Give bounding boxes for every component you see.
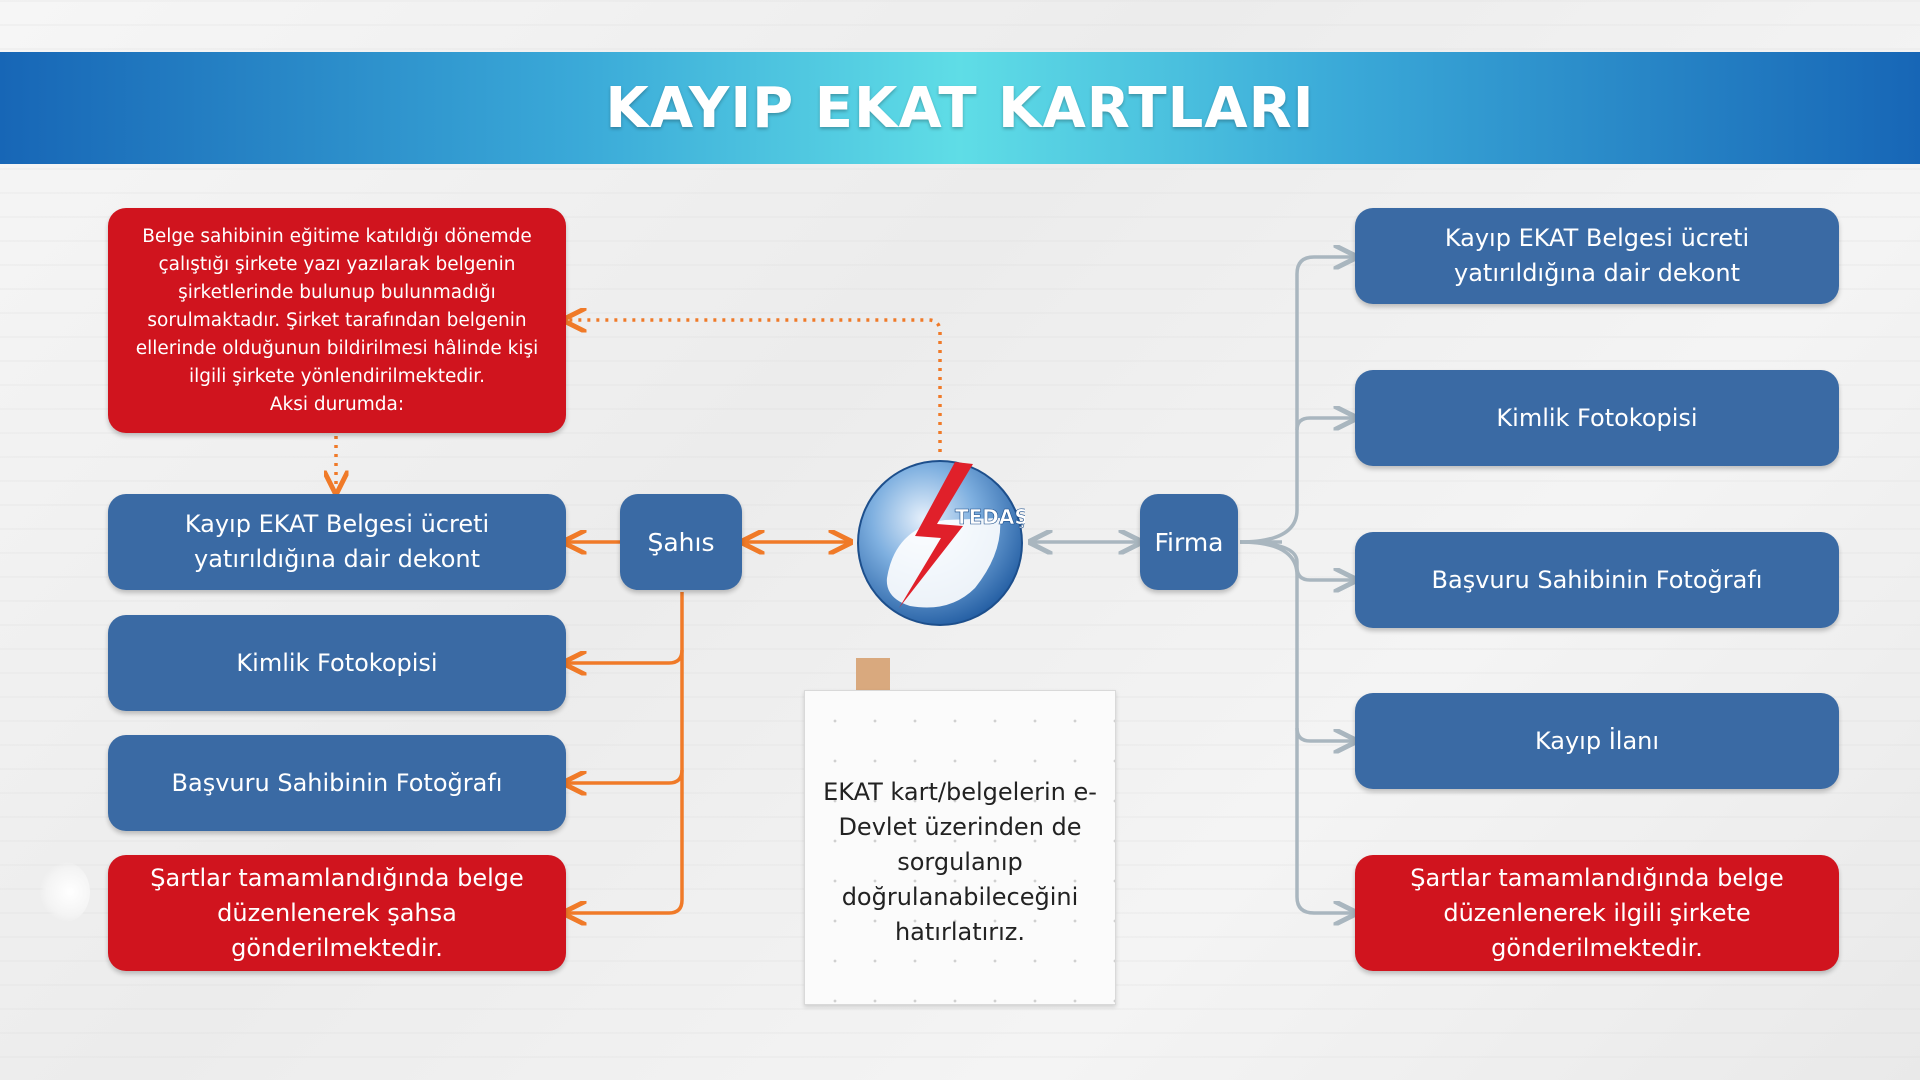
sahis-result-box: Şartlar tamamlandığında belge düzenlener… — [108, 855, 566, 971]
sahis-item-dekont: Kayıp EKAT Belgesi ücreti yatırıldığına … — [108, 494, 566, 590]
title-banner: KAYIP EKAT KARTLARI — [0, 52, 1920, 164]
firma-item-fotograf: Başvuru Sahibinin Fotoğrafı — [1355, 532, 1839, 628]
logo-text: TEDAŞ — [955, 505, 1025, 529]
sahis-item-kimlik: Kimlik Fotokopisi — [108, 615, 566, 711]
firma-item-kayip-ilani: Kayıp İlanı — [1355, 693, 1839, 789]
connector-firma-item4 — [1295, 727, 1353, 741]
connector-firma-item1 — [1239, 257, 1353, 544]
page-title: KAYIP EKAT KARTLARI — [605, 75, 1315, 141]
center-note-text: EKAT kart/belgelerin e-Devlet üzerinden … — [823, 778, 1097, 946]
firma-item-kimlik: Kimlik Fotokopisi — [1355, 370, 1839, 466]
firma-item-dekont: Kayıp EKAT Belgesi ücreti yatırıldığına … — [1355, 208, 1839, 304]
connector-sahis-trunk — [567, 592, 684, 913]
connector-firma-lower-trunk — [1239, 540, 1353, 913]
connector-firma-item2 — [1295, 418, 1353, 430]
paper-hole-decoration — [40, 862, 90, 922]
tedas-logo-icon: TEDAŞ — [857, 460, 1025, 626]
firma-result-box: Şartlar tamamlandığında belge düzenlener… — [1355, 855, 1839, 971]
center-note-card: EKAT kart/belgelerin e-Devlet üzerinden … — [804, 690, 1116, 1005]
sahis-item-fotograf: Başvuru Sahibinin Fotoğrafı — [108, 735, 566, 831]
connector-sahis-item3 — [567, 769, 684, 783]
sahis-info-box: Belge sahibinin eğitime katıldığı dönemd… — [108, 208, 566, 433]
sahis-node: Şahıs — [620, 494, 742, 590]
firma-node: Firma — [1140, 494, 1238, 590]
dotted-connector-logo-to-info — [567, 320, 942, 452]
connector-sahis-item2 — [567, 649, 684, 663]
